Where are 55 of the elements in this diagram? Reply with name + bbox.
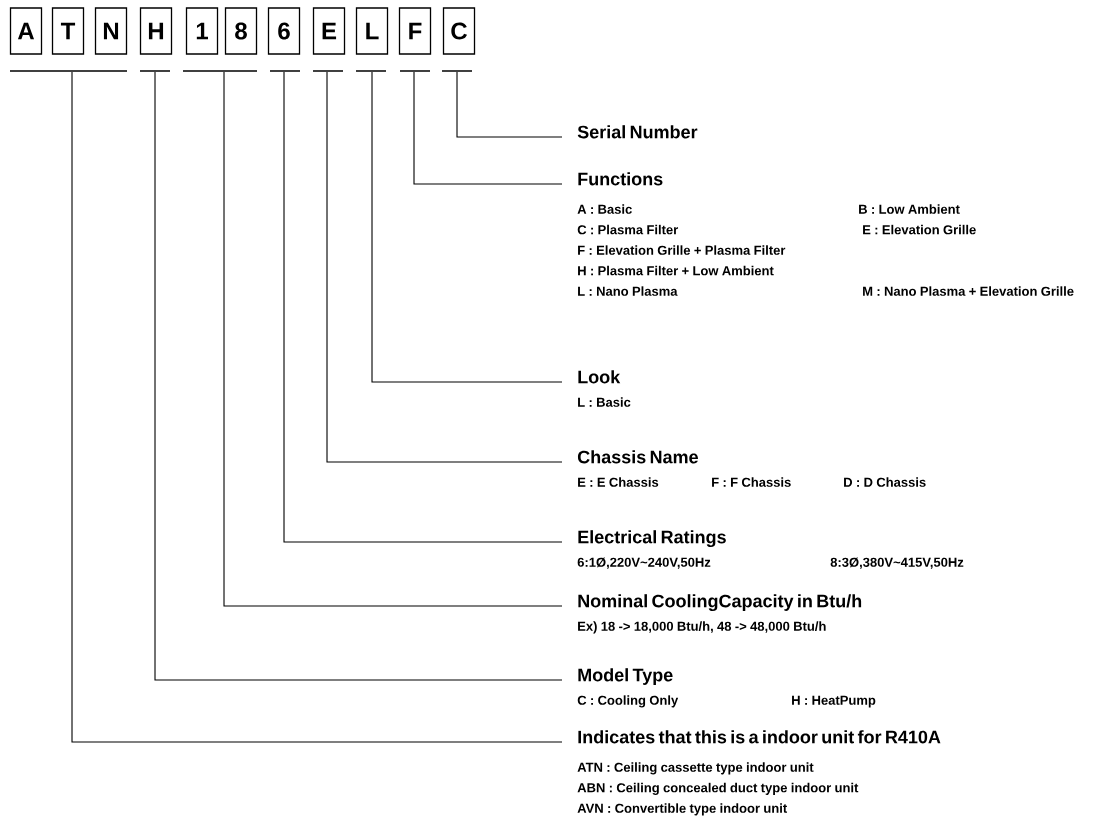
- code-description: L : Basic: [578, 397, 631, 407]
- underline-bar: [140, 70, 170, 72]
- underline-bar: [442, 70, 472, 72]
- underline-bar: [10, 70, 127, 72]
- code-description: D : D Chassis: [844, 477, 926, 487]
- letter-box: 1: [185, 7, 219, 55]
- code-description: L : Nano Plasma: [578, 286, 678, 296]
- letter-box: E: [312, 7, 346, 55]
- leader-line: [283, 71, 563, 543]
- heading: Look: [578, 370, 621, 384]
- code-description: F : Elevation Grille + Plasma Filter: [578, 245, 786, 255]
- letter-box: C: [442, 7, 476, 55]
- code-description: F : F Chassis: [712, 477, 791, 487]
- letter-box: L: [355, 7, 389, 55]
- letter-box: H: [139, 7, 173, 55]
- code-description: C : Cooling Only: [577, 695, 679, 708]
- underline-bar: [313, 70, 343, 72]
- letter-box: 6: [267, 7, 301, 55]
- underline-bar: [400, 70, 430, 72]
- letter-box: N: [94, 7, 128, 55]
- code-description: H : HeatPump: [792, 695, 876, 708]
- code-description: M : Nano Plasma + Elevation Grille: [863, 286, 1074, 296]
- code-description: E : Elevation Grille: [863, 224, 976, 235]
- code-description: ABN : Ceiling concealed duct type indoor unit: [577, 782, 859, 795]
- leader-line: [326, 71, 563, 463]
- heading: Model Type: [578, 668, 673, 685]
- leader-line: [413, 71, 563, 185]
- heading: Functions: [578, 172, 663, 186]
- underline-bar: [356, 70, 386, 72]
- letter-box: A: [9, 7, 43, 55]
- heading: Indicates that this is a indoor unit for R410A: [578, 730, 941, 744]
- underline-bar: [270, 70, 300, 72]
- code-description: C : Plasma Filter: [577, 224, 679, 235]
- heading: Serial Number: [577, 125, 698, 139]
- code-description: E : E Chassis: [578, 477, 659, 487]
- code-description: H : Plasma Filter + Low Ambient: [578, 265, 774, 276]
- leader-line: [223, 71, 563, 607]
- letter-box: F: [398, 7, 432, 55]
- heading: Electrical Ratings: [578, 530, 726, 548]
- code-description: Ex) 18 -> 18,000 Btu/h, 48 -> 48,000 Btu/h: [578, 621, 826, 634]
- code-description: ATN : Ceiling cassette type indoor unit: [577, 762, 814, 775]
- code-description: 8:3Ø,380V~415V,50Hz: [830, 557, 964, 569]
- heading: Chassis Name: [577, 450, 698, 464]
- code-description: B : Low Ambient: [859, 204, 960, 214]
- heading: Nominal CoolingCapacity in Btu/h: [578, 594, 862, 612]
- letter-box: T: [51, 7, 85, 55]
- code-description: 6:1Ø,220V~240V,50Hz: [577, 557, 711, 569]
- letter-box: 8: [224, 7, 258, 55]
- leader-line: [71, 71, 563, 743]
- code-description: AVN : Convertible type indoor unit: [577, 803, 787, 816]
- leader-line: [154, 71, 563, 681]
- leader-line: [371, 71, 563, 383]
- underline-bar: [183, 70, 257, 72]
- code-description: A : Basic: [577, 204, 632, 214]
- leader-line: [456, 71, 563, 138]
